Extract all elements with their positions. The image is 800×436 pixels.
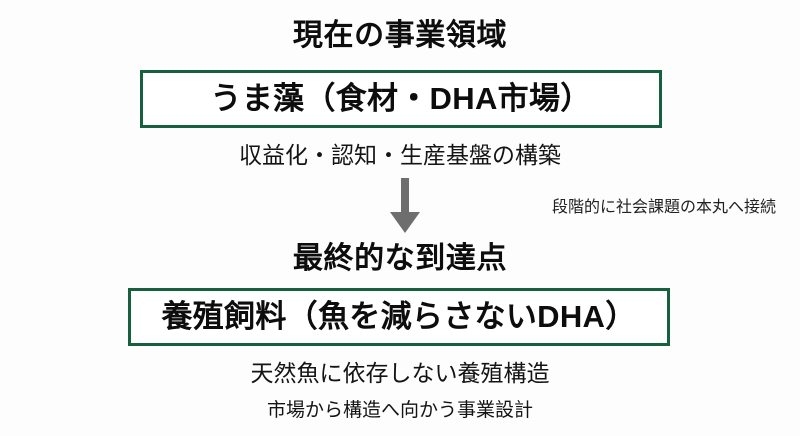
current-stage-box: うま藻（食材・DHA市場） <box>140 70 662 128</box>
goal-stage-caption-secondary: 市場から構造へ向かう事業設計 <box>266 400 533 421</box>
goal-stage-box: 養殖飼料（魚を減らさないDHA） <box>128 288 670 346</box>
down-arrow-glyph <box>390 178 420 233</box>
goal-stage-caption-primary: 天然魚に依存しない養殖構造 <box>250 360 550 386</box>
down-arrow-icon <box>388 178 422 234</box>
current-stage-heading: 現在の事業領域 <box>292 19 508 52</box>
current-stage-caption: 収益化・認知・生産基盤の構築 <box>239 142 561 168</box>
goal-stage-heading: 最終的な到達点 <box>292 242 508 275</box>
current-stage-box-label: うま藻（食材・DHA市場） <box>210 81 592 116</box>
transition-note: 段階的に社会課題の本丸へ接続 <box>551 199 776 216</box>
goal-stage-box-label: 養殖飼料（魚を減らさないDHA） <box>161 299 637 334</box>
